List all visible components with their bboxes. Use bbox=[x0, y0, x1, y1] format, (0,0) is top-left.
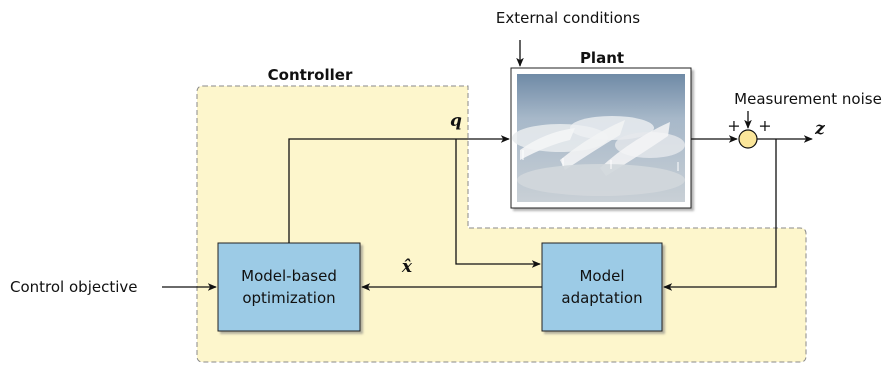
plant-label: Plant bbox=[580, 49, 624, 67]
optimization-line2: optimization bbox=[242, 289, 335, 307]
q-signal-label: q bbox=[450, 111, 462, 131]
z-signal-label: z bbox=[814, 119, 825, 139]
controller-label: Controller bbox=[268, 66, 353, 84]
wind-farm-fog-photo bbox=[512, 74, 685, 202]
measurement-noise-label: Measurement noise bbox=[734, 90, 882, 108]
summing-junction bbox=[738, 129, 758, 149]
control-objective-label: Control objective bbox=[10, 278, 138, 296]
adaptation-block: Model adaptation bbox=[541, 242, 663, 332]
external-conditions-label: External conditions bbox=[496, 9, 640, 27]
optimization-block: Model-based optimization bbox=[217, 242, 361, 332]
plant-block bbox=[510, 67, 692, 209]
plus-right-sign: + bbox=[758, 116, 771, 135]
z-feedback-to-adaptation bbox=[663, 139, 777, 291]
x-hat-signal-label: x̂ bbox=[401, 257, 413, 277]
optimization-line1: Model-based bbox=[241, 267, 337, 285]
adaptation-line2: adaptation bbox=[561, 289, 642, 307]
adaptation-line1: Model bbox=[579, 267, 624, 285]
plus-left-sign: + bbox=[727, 116, 740, 135]
q-branch-to-adaptation bbox=[455, 139, 541, 268]
q-signal-line bbox=[288, 135, 510, 243]
